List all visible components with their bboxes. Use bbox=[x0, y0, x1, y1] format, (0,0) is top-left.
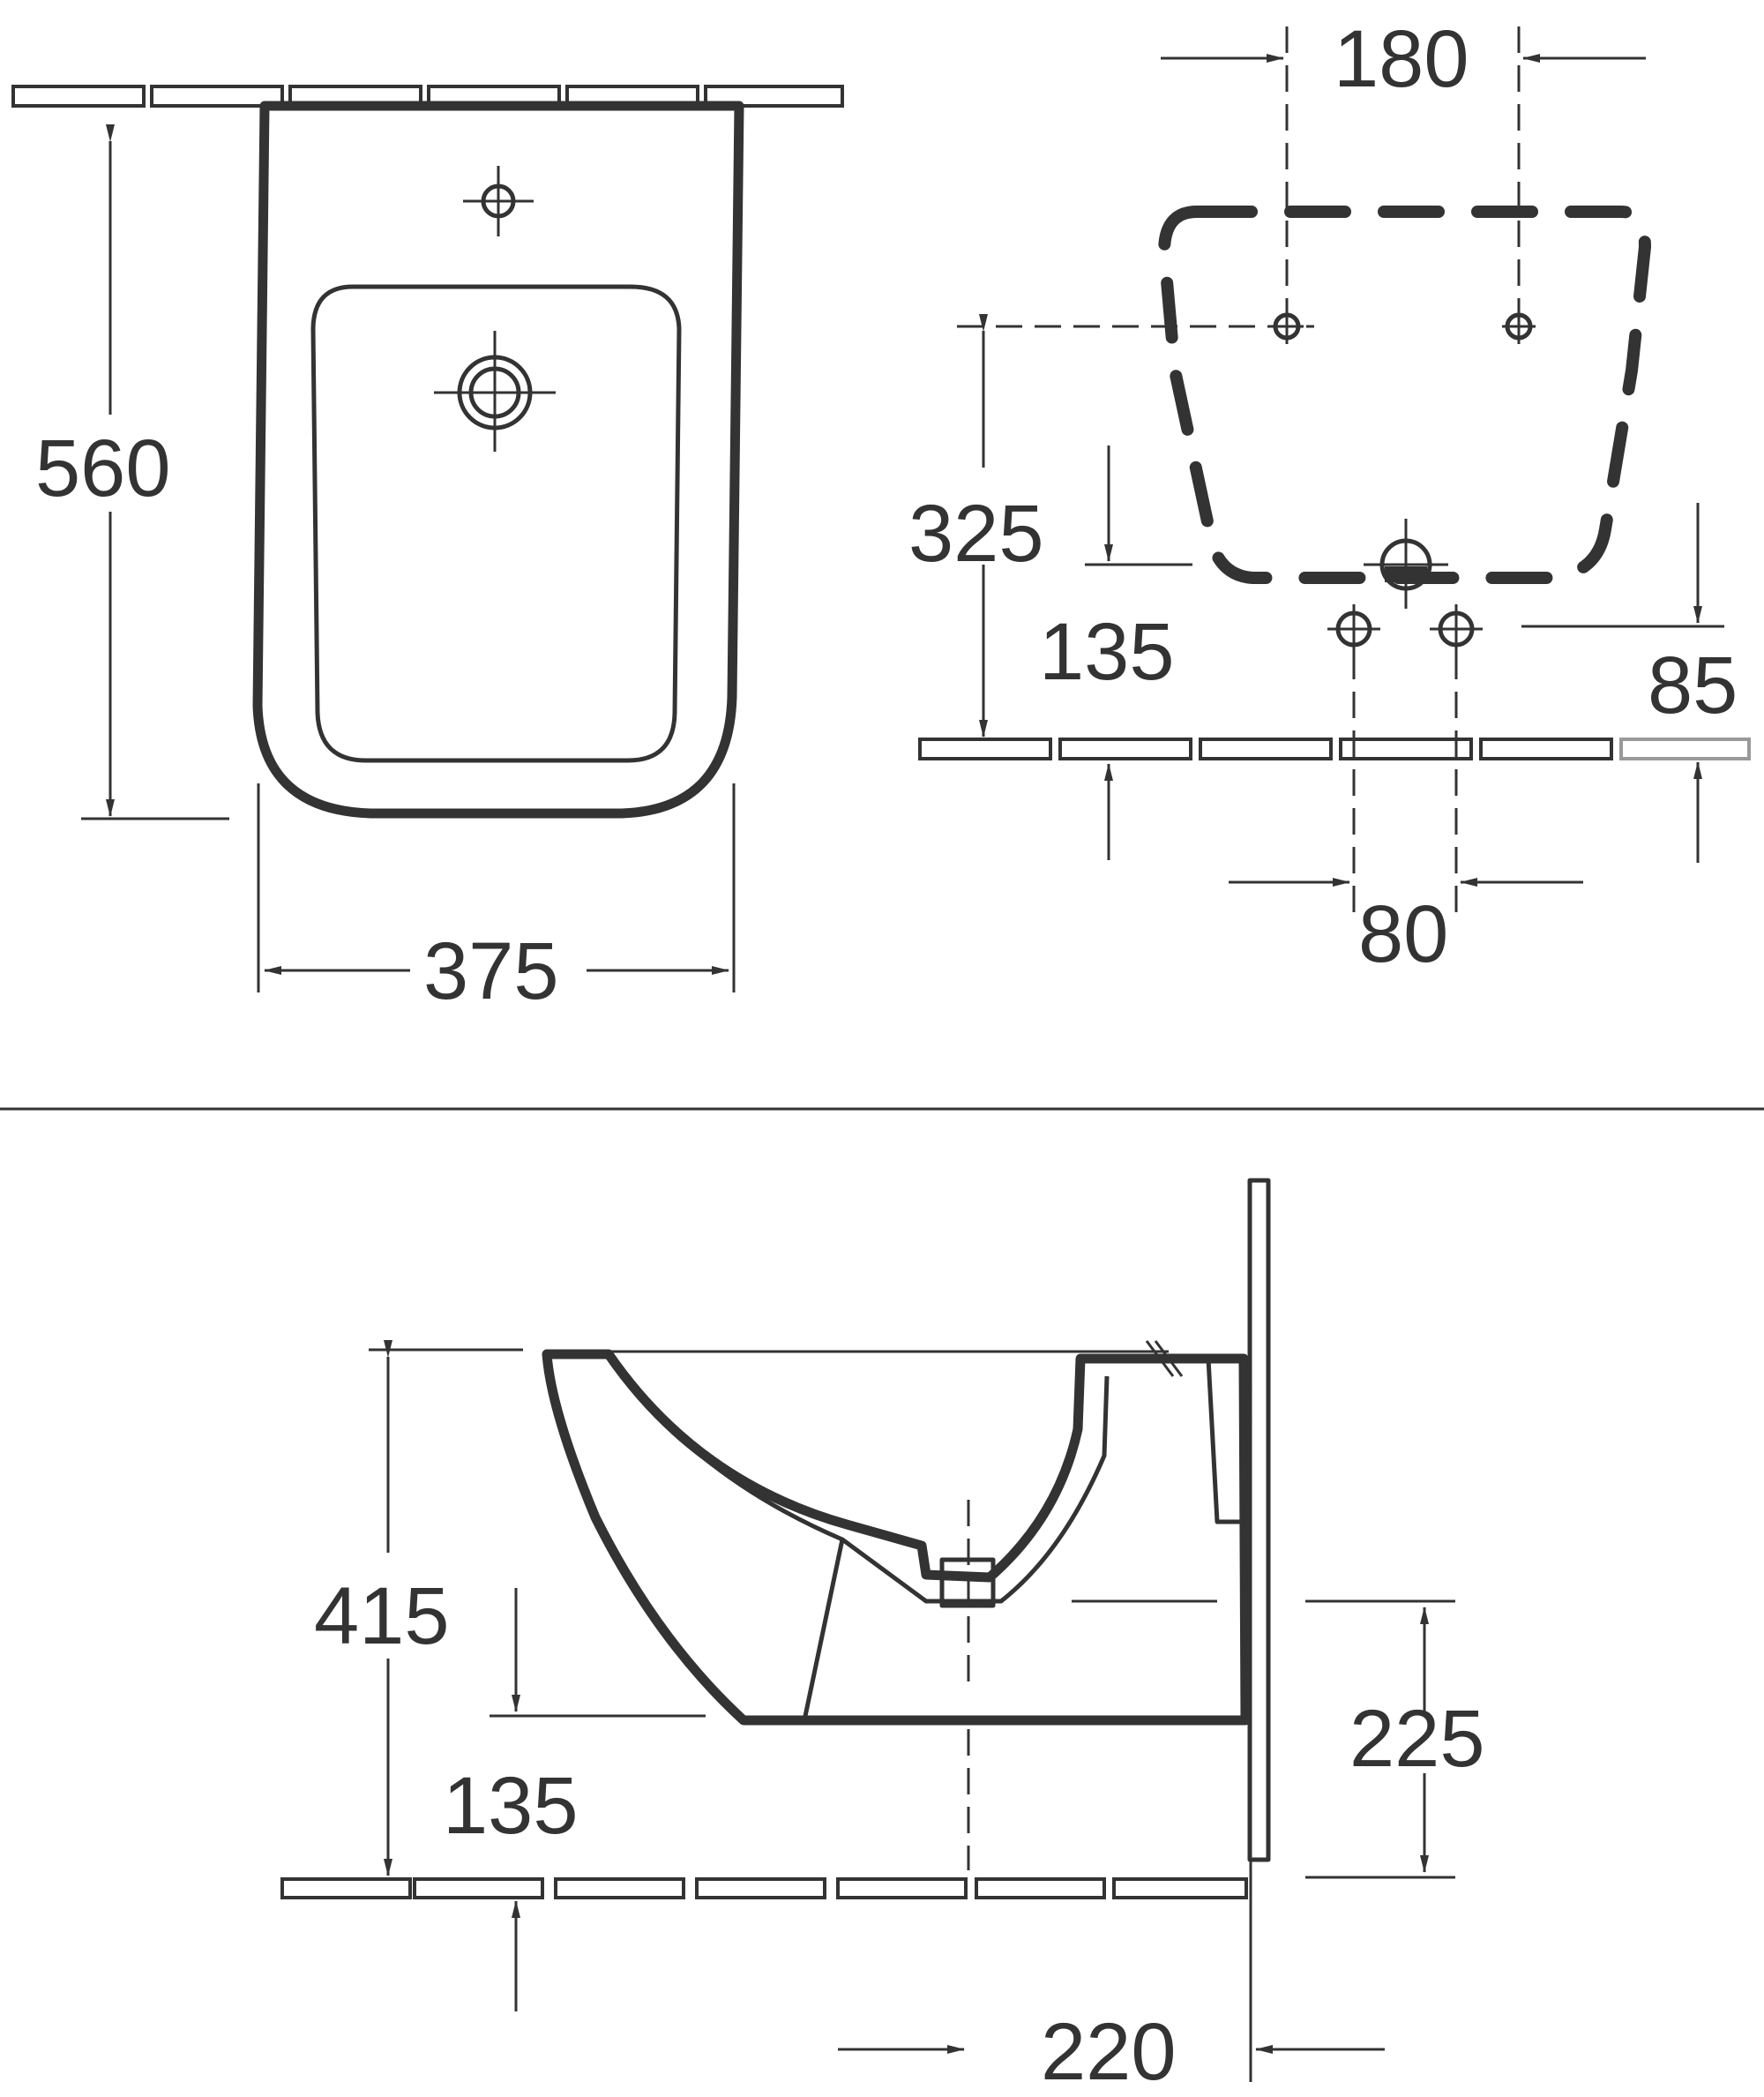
bidet-foot-side bbox=[802, 1539, 845, 1721]
width-dimension-front: 375 bbox=[257, 783, 736, 1016]
floor-tiles-plan bbox=[918, 738, 1751, 760]
inlet-spacing-dimension: 80 bbox=[1229, 878, 1583, 979]
outlet-projection-dimension: 220 bbox=[838, 1861, 1385, 2097]
overall-height-dimension: 415 bbox=[314, 1340, 523, 1876]
dim-415: 415 bbox=[314, 1571, 450, 1661]
dim-135-side: 135 bbox=[443, 1761, 579, 1851]
supply-inlet-holes bbox=[1327, 604, 1724, 922]
dim-375: 375 bbox=[423, 926, 559, 1016]
dim-135-plan: 135 bbox=[1039, 607, 1175, 697]
dim-80: 80 bbox=[1358, 889, 1448, 979]
inlet-height-dimension-plan: 135 bbox=[1039, 446, 1192, 860]
tap-connector bbox=[1145, 1340, 1184, 1377]
inlet-height-dimension-side: 135 bbox=[443, 1588, 706, 2011]
bidet-outline-side bbox=[542, 1349, 1251, 1726]
tap-hole-symbol bbox=[463, 166, 534, 236]
dim-560: 560 bbox=[35, 423, 171, 513]
dim-220: 220 bbox=[1041, 2007, 1177, 2097]
front-view: 560 375 bbox=[11, 85, 844, 1016]
tap-spacing-dimension: 180 bbox=[1161, 14, 1646, 335]
outlet-height-dimension-plan: 85 bbox=[1648, 503, 1738, 863]
wall bbox=[1247, 1178, 1271, 1862]
bidet-outline-front bbox=[252, 101, 744, 819]
upper-fixing-holes bbox=[957, 309, 1536, 344]
dim-325: 325 bbox=[908, 489, 1044, 579]
drain-symbol bbox=[434, 331, 556, 452]
bidet-inner-side bbox=[606, 1352, 1110, 1604]
floor-tiles-side bbox=[280, 1877, 1248, 1899]
height-dimension-front: 560 bbox=[35, 124, 229, 820]
side-view: 415 135 225 220 bbox=[280, 1178, 1485, 2097]
dim-85: 85 bbox=[1648, 640, 1738, 730]
basin-outline-front bbox=[310, 284, 682, 763]
installation-plan: 180 325 135 bbox=[908, 14, 1751, 979]
waste-connector bbox=[939, 1500, 996, 1870]
wall-bracket bbox=[1206, 1358, 1248, 1524]
dim-225: 225 bbox=[1349, 1694, 1485, 1784]
outlet-height-dimension-side: 225 bbox=[1072, 1599, 1485, 1879]
upper-holes-height-dimension: 325 bbox=[908, 314, 1044, 738]
waste-outlet-symbol bbox=[1364, 519, 1448, 609]
dim-180: 180 bbox=[1334, 14, 1469, 104]
